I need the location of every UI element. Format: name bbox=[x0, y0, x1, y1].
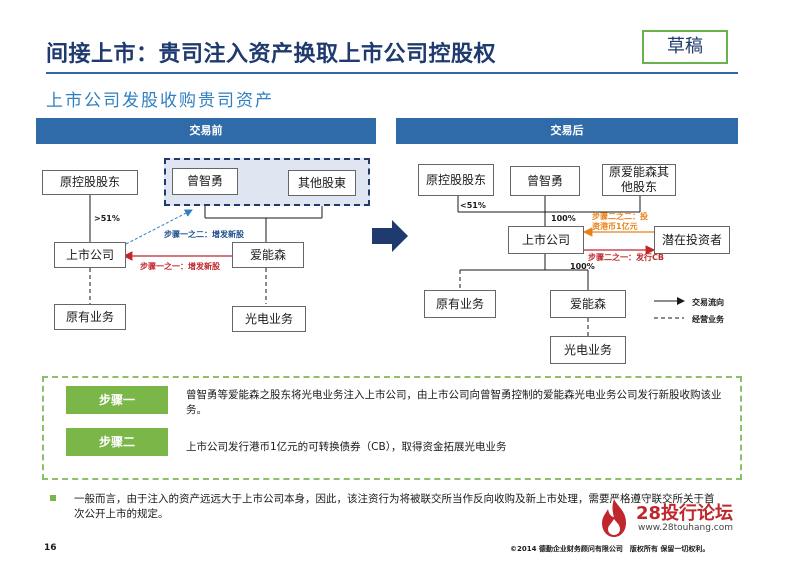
steps-panel bbox=[42, 376, 742, 480]
before-aineng-box: 爱能森 bbox=[232, 242, 304, 268]
after-pct-100-top-label: 100% bbox=[551, 214, 576, 223]
before-pct-label: >51% bbox=[94, 214, 120, 223]
draft-stamp: 草稿 bbox=[642, 30, 728, 64]
step1-text: 曾智勇等爱能森之股东将光电业务注入上市公司，由上市公司向曾智勇控制的爱能森光电业… bbox=[186, 389, 722, 416]
before-step1-1-label: 步骤一之一：增发新股 bbox=[140, 262, 220, 271]
band-before: 交易前 bbox=[36, 118, 376, 144]
forum-logo: 28投行论坛 www.28touhang.com bbox=[596, 497, 756, 541]
after-pct-small-label: <51% bbox=[460, 201, 486, 210]
after-controlling-holder-box: 原控股股东 bbox=[418, 164, 494, 196]
copyright: ©2014 德勤企业财务顾问有限公司 版权所有 保留一切权利。 bbox=[510, 545, 710, 553]
band-after: 交易后 bbox=[396, 118, 738, 144]
after-aineng-other-box: 原爱能森其他股东 bbox=[602, 164, 676, 196]
step2-text: 上市公司发行港币1亿元的可转换债券（CB），取得资金拓展光电业务 bbox=[186, 441, 507, 453]
before-legacy-biz-box: 原有业务 bbox=[54, 304, 126, 330]
after-zeng-box: 曾智勇 bbox=[510, 166, 580, 196]
after-pv-biz-box: 光电业务 bbox=[550, 336, 626, 364]
before-listed-co-box: 上市公司 bbox=[54, 242, 126, 268]
before-zeng-box: 曾智勇 bbox=[172, 168, 238, 195]
legend-trade-label: 交易流向 bbox=[692, 298, 724, 307]
step1-badge: 步骤一 bbox=[66, 386, 168, 414]
logo-url: www.28touhang.com bbox=[638, 523, 734, 533]
before-controlling-holder-box: 原控股股东 bbox=[42, 170, 138, 195]
after-legacy-biz-box: 原有业务 bbox=[424, 290, 496, 318]
before-step1-2-label: 步骤一之二：增发新股 bbox=[164, 230, 244, 239]
title-divider bbox=[46, 72, 738, 74]
note-text: 一般而言，由于注入的资产远远大于上市公司本身，因此，该注资行为将被联交所当作反向… bbox=[74, 493, 715, 520]
transition-arrow bbox=[372, 220, 408, 252]
after-investor-box: 潜在投资者 bbox=[654, 226, 730, 254]
logo-text: 28投行论坛 bbox=[636, 503, 734, 524]
step2-badge: 步骤二 bbox=[66, 428, 168, 456]
before-pv-biz-box: 光电业务 bbox=[232, 306, 306, 332]
legend-ops-label: 经营业务 bbox=[692, 315, 724, 324]
before-other-holders-box: 其他股東 bbox=[288, 170, 356, 196]
after-pct-100-bottom-label: 100% bbox=[570, 262, 595, 271]
page-number: 16 bbox=[44, 543, 57, 553]
page-title: 间接上市：贵司注入资产换取上市公司控股权 bbox=[46, 42, 497, 67]
flame-icon bbox=[602, 499, 626, 537]
after-step2-1-label: 步骤二之一：发行CB bbox=[588, 253, 664, 262]
after-aineng-box: 爱能森 bbox=[550, 290, 626, 318]
after-step2-2-label: 步骤二之二：投资港币1亿元 bbox=[592, 212, 648, 231]
after-listed-co-box: 上市公司 bbox=[508, 226, 584, 254]
note-bullet bbox=[50, 495, 56, 501]
page-subtitle: 上市公司发股收购贵司资产 bbox=[46, 91, 274, 111]
